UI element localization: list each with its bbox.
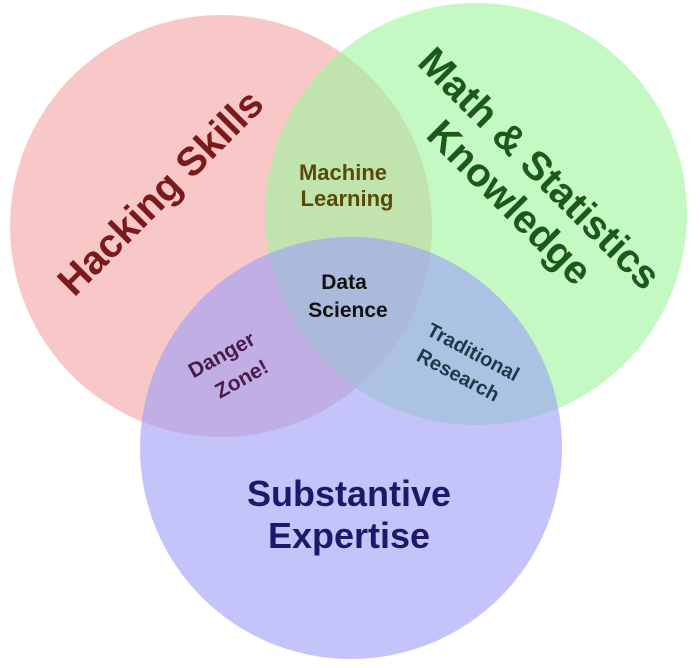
data-science-label-line1: Data bbox=[321, 271, 367, 294]
substantive-expertise-label-line1: Substantive bbox=[247, 473, 451, 514]
machine-learning-label-line2: Learning bbox=[301, 186, 394, 211]
substantive-expertise-label-line2: Expertise bbox=[268, 515, 430, 556]
substantive-expertise-circle bbox=[140, 237, 562, 659]
data-science-label-line2: Science bbox=[308, 299, 387, 322]
machine-learning-label-line1: Machine bbox=[299, 160, 387, 185]
